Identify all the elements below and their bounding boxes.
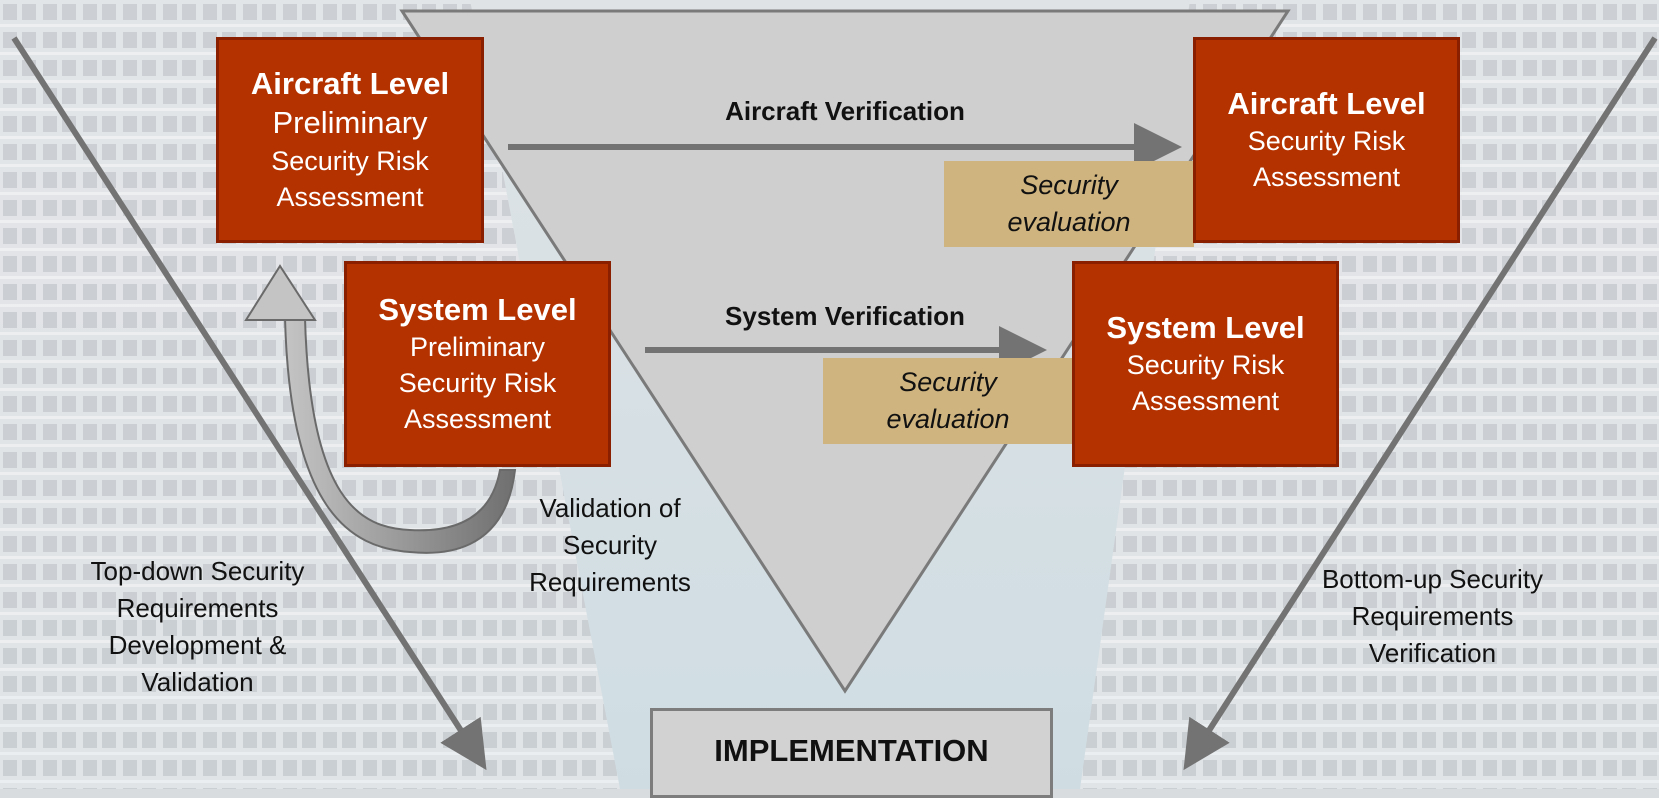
box-title: Aircraft Level bbox=[250, 66, 450, 101]
box-line: Security Risk bbox=[1247, 126, 1406, 156]
evaluation-line: evaluation bbox=[1007, 207, 1131, 237]
label-line: Requirements bbox=[529, 567, 691, 597]
aircraft-security-evaluation: Security evaluation bbox=[944, 161, 1194, 247]
label-line: Validation bbox=[141, 667, 254, 697]
evaluation-line: Security bbox=[899, 367, 997, 397]
top-down-arrow bbox=[11, 36, 487, 771]
validation-arrow-head bbox=[244, 264, 317, 321]
label-line: Bottom-up Security bbox=[1321, 564, 1544, 594]
label-line: Requirements bbox=[116, 593, 279, 623]
bottom-up-arrow bbox=[1183, 36, 1658, 771]
implementation-box: IMPLEMENTATION bbox=[650, 708, 1053, 798]
top-down-label: Top-down Security Requirements Developme… bbox=[60, 553, 335, 701]
box-line: Security Risk bbox=[1126, 350, 1285, 380]
box-line: Security Risk bbox=[398, 368, 557, 398]
label-line: Security bbox=[563, 530, 657, 560]
box-line: Preliminary bbox=[409, 332, 546, 362]
label-line: Requirements bbox=[1351, 601, 1514, 631]
system-level-preliminary-box: System Level Preliminary Security Risk A… bbox=[344, 261, 611, 467]
box-title: System Level bbox=[1106, 310, 1305, 345]
aircraft-level-assessment-box: Aircraft Level Security Risk Assessment bbox=[1193, 37, 1460, 243]
aircraft-verification-label: Aircraft Verification bbox=[725, 96, 965, 126]
bottom-up-label: Bottom-up Security Requirements Verifica… bbox=[1295, 561, 1570, 672]
box-line: Assessment bbox=[1252, 162, 1401, 192]
system-security-evaluation: Security evaluation bbox=[823, 358, 1073, 444]
implementation-label: IMPLEMENTATION bbox=[714, 733, 989, 768]
box-line: Assessment bbox=[1131, 386, 1280, 416]
box-title: System Level bbox=[378, 292, 577, 327]
box-line: Assessment bbox=[403, 404, 552, 434]
box-line: Preliminary bbox=[272, 105, 428, 140]
validation-label: Validation of Security Requirements bbox=[500, 490, 720, 601]
label-line: Validation of bbox=[539, 493, 681, 523]
box-line: Assessment bbox=[276, 182, 424, 212]
system-verification-label: System Verification bbox=[725, 301, 965, 331]
evaluation-line: Security bbox=[1020, 170, 1118, 200]
label-line: Verification bbox=[1368, 638, 1497, 668]
box-line: Security Risk bbox=[271, 146, 429, 176]
box-title: Aircraft Level bbox=[1227, 86, 1426, 121]
label-line: Top-down Security bbox=[90, 556, 305, 586]
label-line: Development & bbox=[108, 630, 287, 660]
evaluation-line: evaluation bbox=[886, 404, 1010, 434]
system-level-assessment-box: System Level Security Risk Assessment bbox=[1072, 261, 1339, 467]
aircraft-level-preliminary-box: Aircraft Level Preliminary Security Risk… bbox=[216, 37, 484, 243]
